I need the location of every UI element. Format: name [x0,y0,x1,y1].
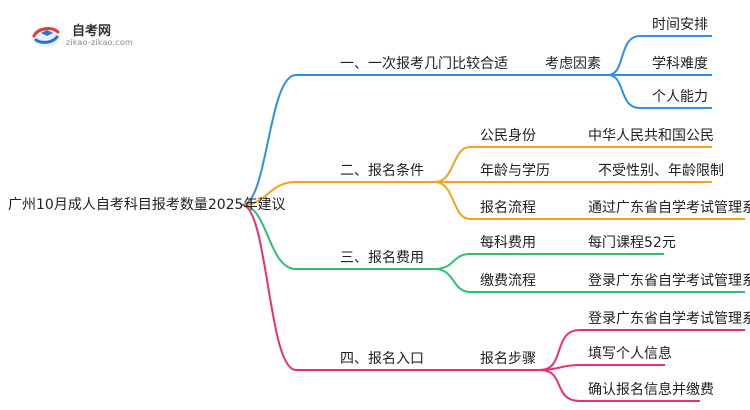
root-topic: 广州10月成人自考科目报考数量2025年建议 [8,197,286,213]
b2-citizenship: 公民身份 [480,128,536,144]
b4-leaf-login: 登录广东省自学考试管理系统 [588,311,750,327]
b3-payment-process-value: 登录广东省自学考试管理系统 [588,273,750,289]
b3-payment-process: 缴费流程 [480,273,536,289]
connector-b4-leaf-1 [539,329,581,371]
connector-b3-child-1 [434,253,471,270]
site-logo[interactable]: 自考网 zikao-zikao.com [30,18,140,54]
branch-3-title: 三、报名费用 [340,250,424,266]
connector-b1-leaf-3 [607,74,641,109]
b1-leaf-difficulty: 学科难度 [652,56,708,72]
branch-2-title: 二、报名条件 [340,163,424,179]
connector-root-branch-3 [241,204,297,270]
b2-age-education-value: 不受性别、年龄限制 [598,163,724,179]
branch-1-title: 一、一次报考几门比较合适 [340,56,508,72]
connector-b4-leaf-3 [539,369,581,402]
b2-process-value: 通过广东省自学考试管理系统 [588,200,750,216]
connector-b4-leaf-2 [539,364,581,371]
branch-4-title: 四、报名入口 [340,351,424,367]
b4-leaf-fill-info: 填写个人信息 [588,346,672,362]
connector-root-branch-4 [241,204,297,371]
connector-b1-leaf-1 [607,35,641,76]
b4-leaf-confirm-pay: 确认报名信息并缴费 [588,382,714,398]
b2-process: 报名流程 [480,200,536,216]
b1-leaf-time: 时间安排 [652,17,708,33]
b2-age-education: 年龄与学历 [480,163,550,179]
b2-citizenship-value: 中华人民共和国公民 [588,128,714,144]
logo-subtitle: zikao-zikao.com [66,38,133,47]
logo-title: 自考网 [72,24,112,39]
b3-fee-per-subject: 每科费用 [480,235,536,251]
b4-steps: 报名步骤 [480,351,536,367]
graduation-cap-icon [32,27,60,47]
connector-b2-child-3 [434,181,471,220]
b3-fee-per-subject-value: 每门课程52元 [588,235,676,251]
connector-root-branch-2 [241,181,297,206]
connector-root-branch-1 [241,74,297,206]
b1-considerations: 考虑因素 [545,56,601,72]
b1-leaf-ability: 个人能力 [652,89,708,105]
connector-b3-child-2 [434,268,471,293]
connector-b2-child-1 [434,146,471,183]
